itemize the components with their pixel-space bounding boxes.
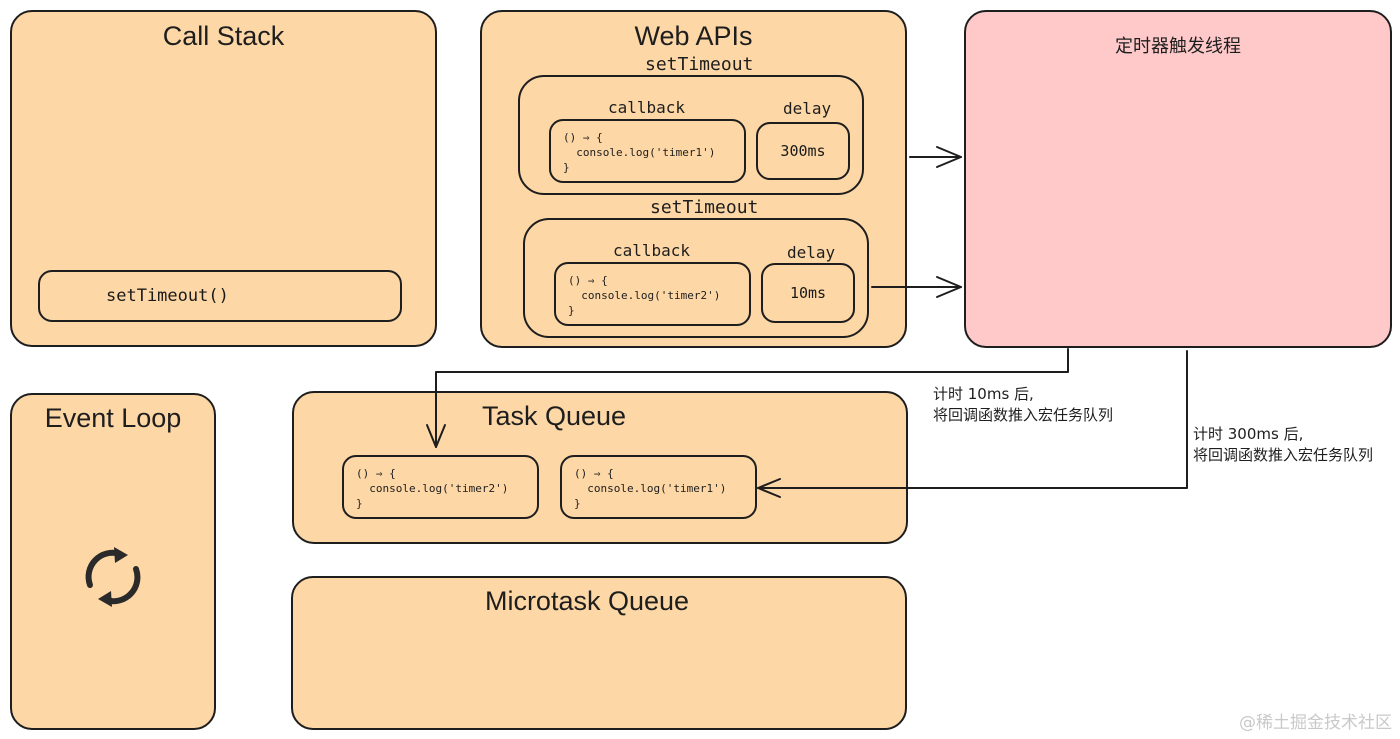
note-after-10ms: 计时 10ms 后, 将回调函数推入宏任务队列 bbox=[933, 385, 1114, 424]
web-apis-title: Web APIs bbox=[634, 21, 753, 51]
timer2-group: callback delay () ⇒ { console.log('timer… bbox=[523, 218, 869, 338]
microtask-queue-title: Microtask Queue bbox=[484, 586, 690, 616]
note-after-300ms: 计时 300ms 后, 将回调函数推入宏任务队列 bbox=[1193, 425, 1374, 464]
timer2-delay-value: 10ms bbox=[789, 284, 827, 302]
timer1-group: callback delay () ⇒ { console.log('timer… bbox=[518, 75, 864, 195]
task-queue-panel: Task Queue () ⇒ { console.log('timer2') … bbox=[292, 391, 908, 544]
event-loop-panel: Event Loop bbox=[10, 393, 216, 730]
timer2-callback-code: () ⇒ { console.log('timer2') } bbox=[568, 274, 721, 317]
event-loop-title: Event Loop bbox=[44, 403, 182, 433]
timer1-callback-code: () ⇒ { console.log('timer1') } bbox=[563, 131, 716, 174]
watermark: @稀土掘金技术社区 bbox=[1239, 713, 1392, 733]
task-queue-item-code: () ⇒ { console.log('timer1') } bbox=[574, 467, 727, 510]
task-queue-title: Task Queue bbox=[481, 401, 627, 431]
timer1-callback-label: callback bbox=[608, 98, 686, 117]
task-queue-item: () ⇒ { console.log('timer1') } bbox=[560, 455, 757, 519]
task-queue-item: () ⇒ { console.log('timer2') } bbox=[342, 455, 539, 519]
timer1-settimeout-label: setTimeout bbox=[645, 54, 754, 75]
call-stack-panel: Call Stack setTimeout() bbox=[10, 10, 437, 347]
task-queue-item-code: () ⇒ { console.log('timer2') } bbox=[356, 467, 509, 510]
timer1-callback-box: () ⇒ { console.log('timer1') } bbox=[549, 119, 746, 183]
timer1-delay-box: 300ms bbox=[756, 122, 850, 180]
timer-thread-panel: 定时器触发线程 bbox=[964, 10, 1392, 348]
call-stack-title: Call Stack bbox=[162, 21, 285, 51]
timer2-settimeout-label: setTimeout bbox=[650, 197, 759, 218]
microtask-queue-panel: Microtask Queue bbox=[291, 576, 907, 730]
call-stack-frame-label: setTimeout() bbox=[106, 286, 229, 306]
refresh-icon bbox=[85, 547, 141, 607]
timer2-callback-label: callback bbox=[613, 241, 691, 260]
timer2-callback-box: () ⇒ { console.log('timer2') } bbox=[554, 262, 751, 326]
timer-thread-title: 定时器触发线程 bbox=[1115, 36, 1241, 57]
timer2-delay-box: 10ms bbox=[761, 263, 855, 323]
call-stack-frame: setTimeout() bbox=[38, 270, 402, 322]
timer2-delay-label: delay bbox=[787, 243, 836, 262]
timer1-delay-value: 300ms bbox=[780, 142, 826, 160]
timer1-delay-label: delay bbox=[783, 99, 832, 118]
